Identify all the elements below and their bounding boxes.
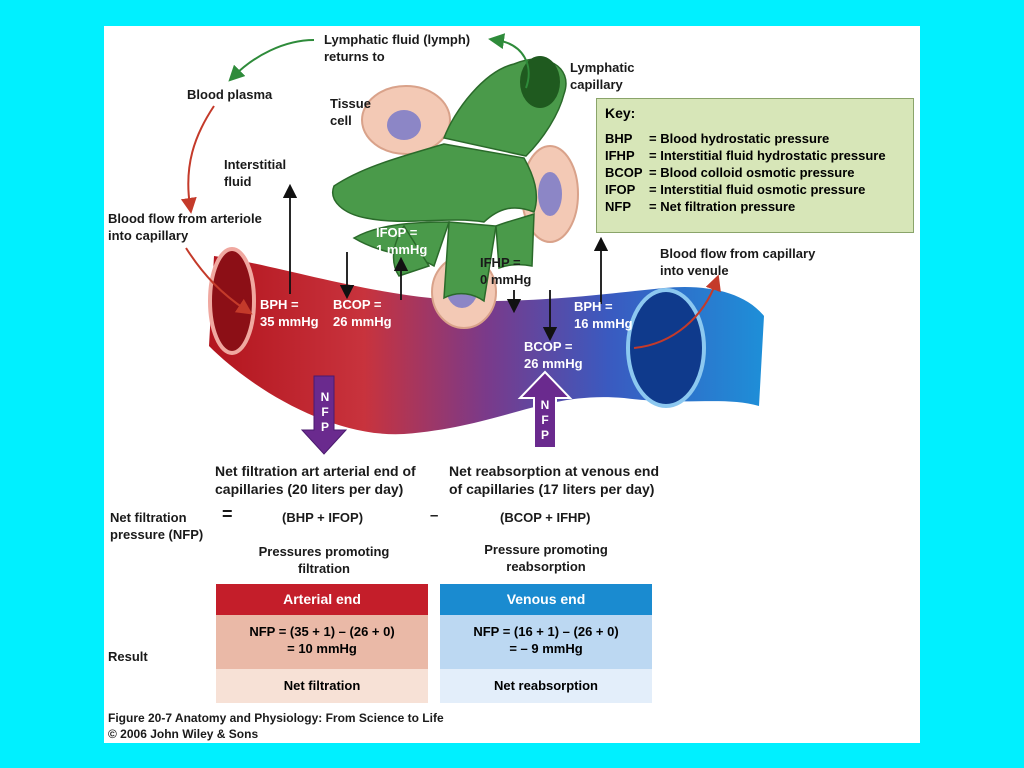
bcop-arterial-label: BCOP =26 mmHg — [333, 297, 392, 329]
key-legend: Key: BHP= Blood hydrostatic pressure IFH… — [596, 98, 914, 233]
arterial-calculation: NFP = (35 + 1) – (26 + 0)= 10 mmHg — [216, 615, 428, 669]
key-item: BHP= Blood hydrostatic pressure — [605, 131, 830, 146]
equation-term1: (BHP + IFOP) — [282, 510, 364, 525]
blood-plasma-label: Blood plasma — [187, 87, 273, 102]
venous-calculation: NFP = (16 + 1) – (26 + 0)= – 9 mmHg — [440, 615, 652, 669]
arteriole-flow-arrow — [185, 247, 253, 315]
venule-flow-arrow — [633, 274, 721, 349]
arterial-header: Arterial end — [216, 584, 428, 615]
key-item: IFOP= Interstitial fluid osmotic pressur… — [605, 182, 866, 197]
key-item: NFP= Net filtration pressure — [605, 199, 796, 214]
venous-result-box: Venous end NFP = (16 + 1) – (26 + 0)= – … — [440, 584, 652, 703]
key-title: Key: — [605, 105, 636, 121]
ifop-label: IFOP =1 mmHg — [376, 225, 428, 257]
result-label: Result — [108, 649, 148, 664]
equation-term2: (BCOP + IFHP) — [500, 510, 591, 525]
nfp-up-arrow — [517, 370, 573, 449]
bph-arterial-label: BPH =35 mmHg — [260, 297, 319, 329]
tissue-cell-1 — [361, 85, 451, 155]
lymph-return-arrow — [228, 39, 315, 82]
equation-minus: – — [430, 507, 439, 524]
arterial-footer: Net filtration — [216, 669, 428, 703]
nfp-down-arrow — [300, 375, 348, 455]
capillary-vessel — [209, 256, 764, 435]
venous-footer: Net reabsorption — [440, 669, 652, 703]
tissue-cell-2 — [521, 145, 579, 243]
bph-venous-label: BPH =16 mmHg — [574, 299, 633, 331]
key-item: IFHP= Interstitial fluid hydrostatic pre… — [605, 148, 886, 163]
plasma-to-capillary-arrow — [180, 105, 215, 214]
arterial-result-box: Arterial end NFP = (35 + 1) – (26 + 0)= … — [216, 584, 428, 703]
venule-opening — [626, 288, 706, 408]
lymphatic-opening — [520, 56, 560, 108]
bcop-venous-label: BCOP =26 mmHg — [524, 339, 583, 371]
key-item: BCOP= Blood colloid osmotic pressure — [605, 165, 855, 180]
capillary-illustration — [180, 33, 764, 455]
venous-header: Venous end — [440, 584, 652, 615]
equation-equals: = — [222, 504, 233, 524]
ifhp-label: IFHP =0 mmHg — [480, 255, 532, 287]
figure-caption: Figure 20-7 Anatomy and Physiology: From… — [108, 711, 444, 741]
lymph-returns-label: Lymphatic fluid (lymph)returns to — [324, 32, 471, 64]
lymphatic-capillary — [332, 58, 567, 303]
lymph-from-capillary-arrow — [488, 33, 530, 89]
